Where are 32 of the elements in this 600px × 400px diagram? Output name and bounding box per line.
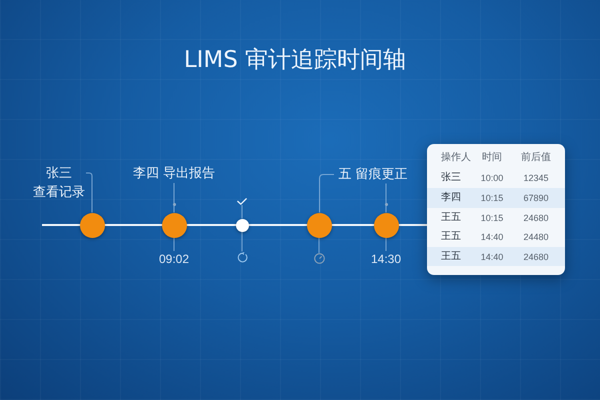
operator-name: 王五 — [441, 250, 461, 263]
event-label: 查看记录 — [32, 184, 86, 202]
operator-name: 李四 — [441, 192, 461, 204]
column-header: 操作人 — [441, 152, 471, 164]
time-value: 10:15 — [480, 192, 504, 204]
leader-line — [318, 237, 320, 254]
time-value: 14:40 — [480, 231, 504, 244]
diagram-title: LIMS 审计追踪时间轴 — [184, 46, 406, 74]
value-text: 12345 — [523, 172, 549, 184]
value-text: 24680 — [523, 212, 549, 224]
column-header: 时间 — [482, 152, 502, 164]
event-marker — [307, 212, 332, 238]
leader-line — [319, 174, 334, 213]
column-header: 前后值 — [521, 152, 551, 164]
event-label: 五 留痕更正 — [337, 166, 409, 184]
time-value: 14:40 — [480, 250, 504, 263]
event-marker — [374, 212, 398, 238]
operator-name: 张三 — [441, 172, 461, 184]
operator-name: 王五 — [441, 231, 461, 244]
event-label: 张三 — [45, 164, 73, 182]
time-value: 10:00 — [480, 172, 504, 184]
value-text: 67890 — [523, 192, 549, 204]
value-text: 24480 — [523, 231, 549, 244]
event-marker — [162, 212, 186, 238]
event-marker — [80, 212, 104, 238]
event-label: 李四 导出报告 — [132, 165, 216, 183]
time-label: 14:30 — [370, 251, 402, 267]
time-value: 10:15 — [480, 212, 504, 224]
time-label: 09:02 — [158, 251, 190, 267]
operator-name: 王五 — [441, 212, 461, 224]
milestone-dot — [236, 218, 248, 232]
value-text: 24680 — [523, 250, 549, 263]
